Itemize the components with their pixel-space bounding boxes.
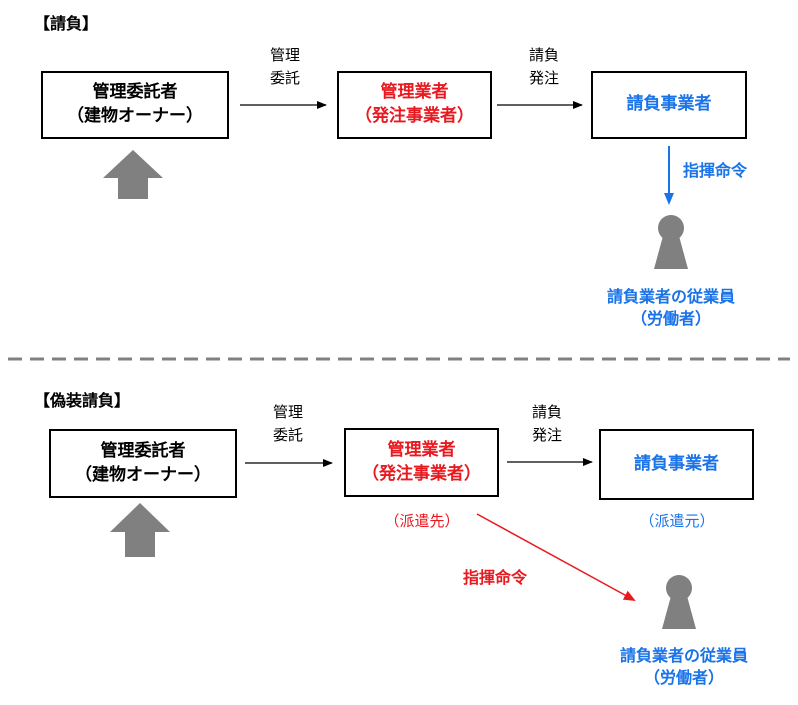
command-label-bottom: 指揮命令 [463,568,528,587]
arrow-label-line2: 発注 [528,68,559,87]
arrow-label-line2: 委託 [272,425,303,444]
section-title-top: 【請負】 [34,14,99,33]
arrow-label-consign-top: 管理 委託 [255,44,315,89]
box-manager-note: （発注事業者） [355,106,474,126]
worker-label-bottom: 請負業者の従業員 （労働者） [578,645,790,690]
arrow-label-line2: 発注 [531,425,562,444]
box-contractor-name: 請負事業者 [626,94,712,115]
box-owner-note: （建物オーナー） [75,464,211,485]
arrow-label-line1: 管理 [272,403,303,421]
arrow-label-order-top: 請負 発注 [514,44,574,89]
box-manager-name: 管理業者 [380,82,449,103]
box-manager-note: （発注事業者） [362,463,481,484]
box-owner-name: 管理委託者 [100,440,186,461]
up-arrow-icon [103,150,163,199]
worker-label-top: 請負業者の従業員 （労働者） [565,286,777,331]
box-owner-bottom: 管理委託者 （建物オーナー） [49,429,237,498]
box-manager-name: 管理業者 [387,439,456,460]
arrow-label-line1: 請負 [531,403,562,421]
arrow-label-consign-bottom: 管理 委託 [258,401,318,446]
arrow-label-order-bottom: 請負 発注 [517,401,577,446]
bottom-arrow-command [476,513,636,601]
box-owner-top: 管理委託者 （建物オーナー） [41,71,229,139]
up-arrow-icon [110,503,170,557]
box-owner-note: （建物オーナー） [67,106,203,126]
worker-label-line1: 請負業者の従業員 [619,646,748,665]
command-label-top: 指揮命令 [683,161,748,180]
box-manager-top: 管理業者 （発注事業者） [337,71,492,139]
box-manager-bottom: 管理業者 （発注事業者） [344,428,499,497]
section-title-bottom: 【偽装請負】 [34,391,131,410]
box-contractor-top: 請負事業者 [591,71,747,139]
box-contractor-name: 請負事業者 [634,453,719,474]
arrow-label-line1: 管理 [269,46,300,64]
dispatch-source-label: （派遣元） [639,512,715,530]
worker-label-line1: 請負業者の従業員 [606,287,735,306]
arrow-label-line1: 請負 [528,46,559,64]
worker-label-line2: （労働者） [630,309,711,329]
box-owner-name: 管理委託者 [92,82,178,103]
person-icon [662,575,696,629]
worker-label-line2: （労働者） [643,668,724,688]
arrow-label-line2: 委託 [269,68,300,87]
person-icon [654,215,688,269]
dispatch-destination-label: （派遣先） [384,512,460,530]
box-contractor-bottom: 請負事業者 [599,429,754,500]
